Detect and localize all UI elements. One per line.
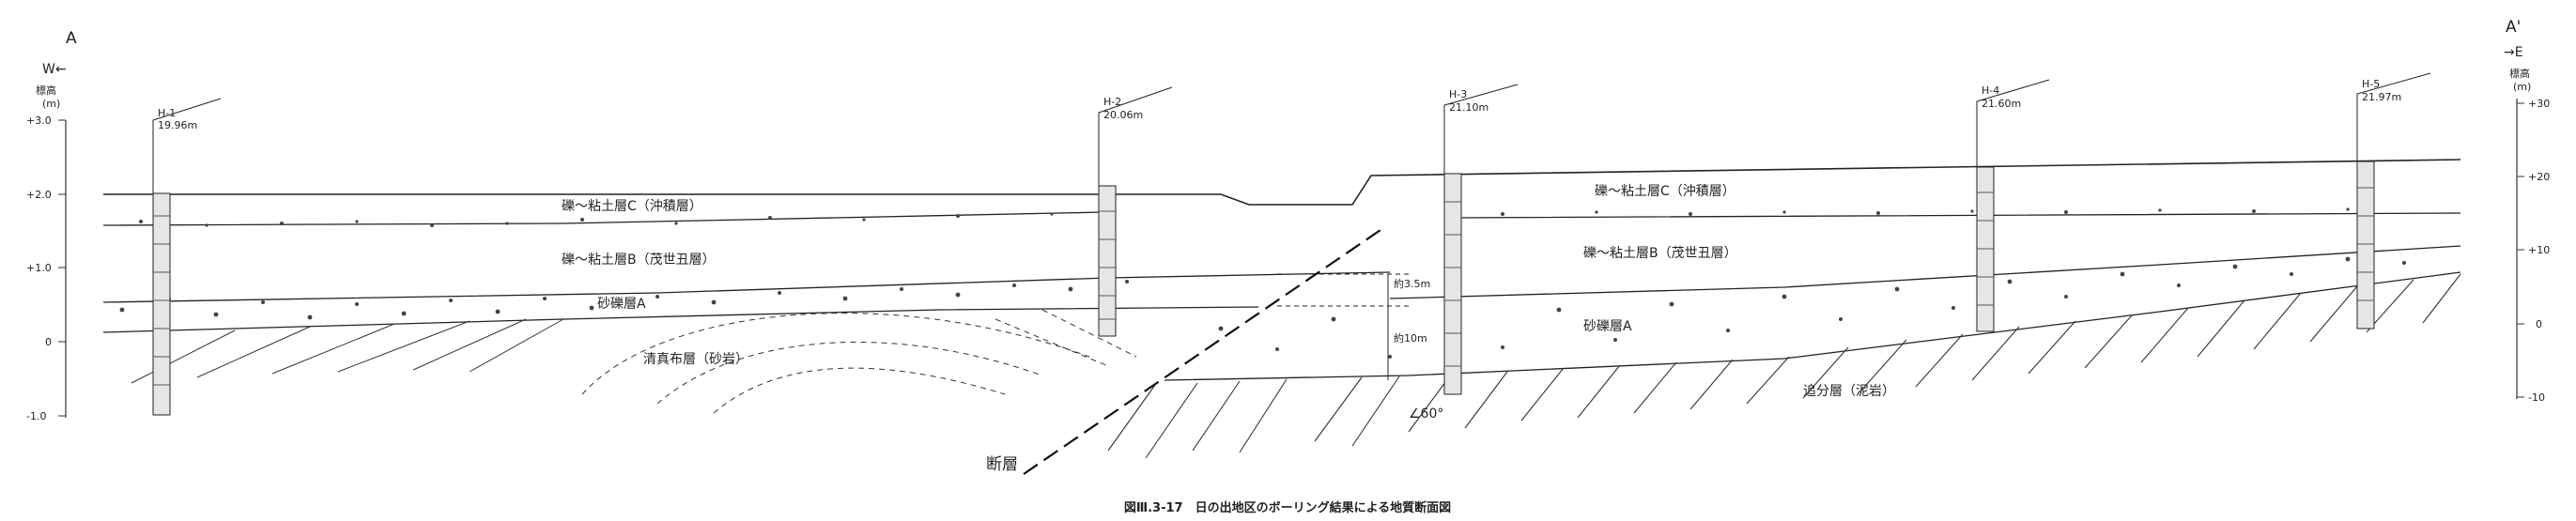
- borehole-elevation: 21.60m: [1982, 98, 2021, 110]
- fault-label: 断層: [986, 455, 1018, 474]
- axis-title-left: 標高: [36, 84, 56, 97]
- layer-label-oiwake: 追分層（泥岩）: [1803, 384, 1895, 399]
- layer-label-b-left: 礫～粘土層B（茂世丑層）: [562, 252, 716, 268]
- axis-unit-right: (m): [2513, 81, 2531, 93]
- tick-label-right: +30: [2528, 98, 2550, 110]
- borehole-elevation: 21.97m: [2362, 91, 2401, 103]
- layer-label-c-left: 礫～粘土層C（沖積層）: [562, 199, 702, 214]
- tick-label-right: -10: [2528, 391, 2545, 404]
- axis-title-right: 標高: [2509, 67, 2530, 80]
- tick-label-right: 0: [2536, 318, 2542, 330]
- tick-label-left: -1.0: [26, 410, 46, 422]
- borehole-name: H-5: [2362, 78, 2380, 90]
- tick-label-left: +1.0: [26, 262, 52, 274]
- fault-offset-upper: 約3.5m: [1394, 277, 1430, 290]
- left-elevation-axis: A W← 標高 (m) +3.0 +2.0 +1.0 0 -1.0: [26, 29, 77, 422]
- borehole-h2: H-2 20.06m: [1098, 86, 1173, 337]
- layer-label-kiyomappu: 清真布層（砂岩）: [643, 352, 748, 367]
- borehole-h4: H-4 21.60m: [1976, 79, 2050, 332]
- tick-label-left: 0: [45, 336, 52, 348]
- ground-surface-line: [103, 159, 2461, 206]
- layer-label-a-left: 砂礫層A: [597, 297, 646, 312]
- fault: 断層 ∠60° 約3.5m 約10m: [986, 229, 1443, 475]
- tick-label-left: +2.0: [26, 189, 52, 201]
- borehole-name: H-3: [1449, 88, 1467, 100]
- boundary-a-bedrock-left: [102, 306, 1259, 333]
- mudstone-hatching: [1107, 273, 2461, 459]
- borehole-elevation: 21.10m: [1449, 101, 1489, 114]
- section-end-label-right: A': [2506, 18, 2521, 37]
- borehole-h1: H-1 19.96m: [152, 98, 222, 416]
- boundary-c-b: [102, 211, 2461, 226]
- fault-angle-label: ∠60°: [1409, 406, 1443, 421]
- borehole-name: H-2: [1103, 96, 1121, 108]
- figure-caption: 図Ⅲ.3-17 日の出地区のボーリング結果による地質断面図: [1124, 500, 1451, 515]
- layer-label-b-right: 礫～粘土層B（茂世丑層）: [1583, 245, 1737, 261]
- boundary-a-bedrock-right: [1164, 271, 2461, 381]
- gravel-dots: [119, 207, 2406, 359]
- direction-east-label: →E: [2504, 45, 2523, 60]
- fault-offset-lower: 約10m: [1394, 331, 1427, 345]
- tick-label-right: +20: [2528, 171, 2550, 183]
- boundary-b-a-left: [102, 271, 1391, 303]
- borehole-elevation: 19.96m: [158, 119, 197, 131]
- boundary-b-a-right: [1389, 245, 2461, 299]
- layer-label-c-right: 礫～粘土層C（沖積層）: [1595, 184, 1735, 199]
- borehole-elevation: 20.06m: [1103, 109, 1143, 121]
- tick-label-right: +10: [2528, 244, 2550, 256]
- direction-west-label: W←: [42, 62, 67, 77]
- borehole-h5: H-5 21.97m: [2356, 72, 2431, 329]
- axis-unit-left: (m): [42, 98, 60, 110]
- borehole-name: H-4: [1982, 84, 1999, 97]
- right-elevation-axis: A' →E 標高 (m) +30 +20 +10 0 -10: [2504, 18, 2550, 404]
- layer-label-a-right: 砂礫層A: [1583, 319, 1632, 334]
- borehole-h3: H-3 21.10m: [1443, 84, 1519, 395]
- tick-label-left: +3.0: [26, 115, 52, 127]
- borehole-name: H-1: [158, 107, 176, 119]
- section-end-label-left: A: [66, 29, 77, 48]
- sandstone-bedding: [131, 309, 1137, 414]
